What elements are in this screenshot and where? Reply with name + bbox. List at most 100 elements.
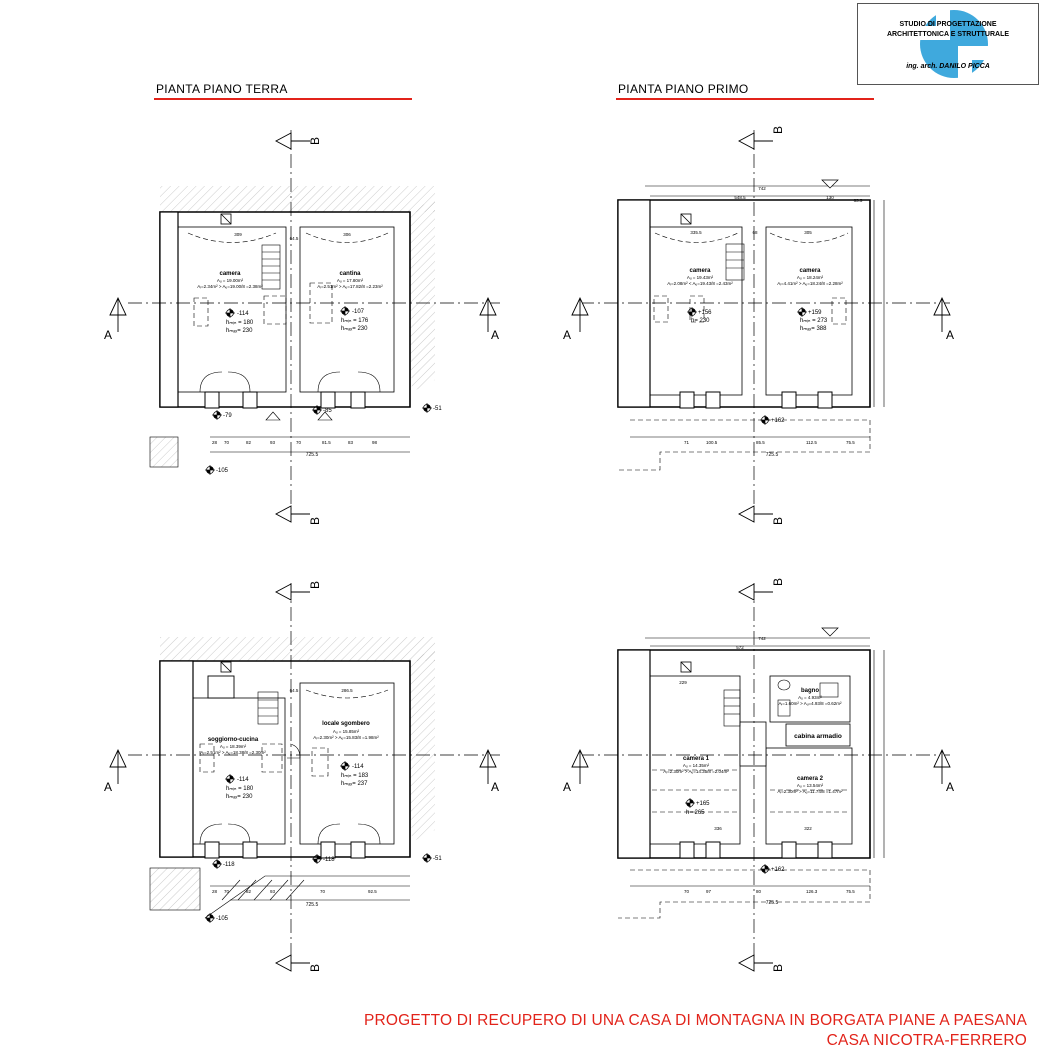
dimension: 92.5 <box>368 889 377 894</box>
room-name: camera <box>219 271 241 277</box>
height-max: hₘₐₓ= 230 <box>226 328 253 334</box>
dimension: 71 <box>684 440 690 445</box>
dimension: 70 <box>224 440 230 445</box>
dimension: 572 <box>736 645 744 650</box>
height-value: h= 230 <box>691 318 710 324</box>
room-area: Aᵤ = 19.43m² <box>687 275 714 280</box>
room-ratio: Aᵢ=2.30m² > Aᵤ=14.35/8 =2.04m² <box>663 769 729 774</box>
section-arrows-b <box>275 132 773 972</box>
dimension: 85.5 <box>756 440 765 445</box>
height-min: hₘᵢₙ = 176 <box>341 318 369 324</box>
room-name: locale sgombero <box>322 721 370 727</box>
room-name: camera <box>799 268 821 274</box>
stamp-line-2: ARCHITETTONICA E STRUTTURALE <box>886 31 1010 38</box>
dimension: 97 <box>706 889 712 894</box>
room-name: camera 2 <box>797 776 824 782</box>
dimension: 98 <box>372 440 378 445</box>
dimension: 63.5 <box>854 198 863 203</box>
dimension: 70 <box>296 440 302 445</box>
dimension: 93 <box>270 889 276 894</box>
room-ratio: Aᵢ=2.30m² > Aᵤ=15.83/8 =1.98m² <box>313 735 379 740</box>
dimension: 93 <box>270 440 276 445</box>
title-pianta-piano-primo: PIANTA PIANO PRIMO <box>616 82 874 100</box>
height-max: hₘₐₓ= 230 <box>226 794 253 800</box>
room-name: soggiorno-cucina <box>208 737 259 743</box>
section-b-label: B <box>771 517 785 525</box>
stamp-line-1: STUDIO DI PROGETTAZIONE <box>899 21 997 28</box>
dimension-total: 725.5 <box>306 452 319 458</box>
dimension: 335.5 <box>690 230 702 235</box>
dimension: 306 <box>343 232 351 237</box>
section-a-label: A <box>563 780 571 794</box>
height-max: hₘₐₓ= 230 <box>341 326 368 332</box>
section-b-label: B <box>308 517 322 525</box>
room-name: bagno <box>801 688 819 694</box>
level-value: -107 <box>352 309 365 315</box>
room-area: Aᵤ = 19.00m² <box>217 278 244 283</box>
height-max: hₘₐₓ= 388 <box>800 326 827 332</box>
dimension: 130 <box>826 195 834 200</box>
title-text: PIANTA PIANO TERRA <box>156 82 288 96</box>
room-name: cabina armadio <box>794 733 842 740</box>
dimension: 742 <box>758 186 766 191</box>
section-a-label: A <box>104 780 112 794</box>
room-ratio: Aᵢ=1.60m² > Aᵤ=4.93/8 =0.62m² <box>779 701 842 706</box>
dimension: 548.5 <box>734 195 746 200</box>
dimension: 80 <box>756 889 762 894</box>
dimension: 81.5 <box>322 440 331 445</box>
section-a-label: A <box>946 328 954 342</box>
plan-project-first <box>617 627 885 919</box>
dimension: 742 <box>758 636 766 641</box>
level-value: -114 <box>352 764 364 770</box>
title-pianta-piano-terra: PIANTA PIANO TERRA <box>154 82 412 100</box>
dimension: 82 <box>246 440 252 445</box>
level-value: +159 <box>808 310 822 316</box>
section-b-label: B <box>771 964 785 972</box>
section-b-label: B <box>771 126 785 134</box>
studio-logo-icon <box>914 10 988 80</box>
room-area: Aᵤ = 18.24m² <box>797 275 824 280</box>
dimension-total: 725.5 <box>766 900 779 906</box>
dimension: 70 <box>224 889 230 894</box>
level-value: -51 <box>433 406 442 412</box>
level-value: -114 <box>237 311 249 317</box>
height-min: hₘᵢₙ = 183 <box>341 773 369 779</box>
stamp-line-3: ing. arch. DANILO PICCA <box>906 63 990 70</box>
dimension: 286.5 <box>341 688 353 693</box>
dimension: 305 <box>804 230 812 235</box>
room-area: Aᵤ = 17.80m² <box>337 278 364 283</box>
room-ratio: Aᵢ=2.51m² > Aᵤ=17.82/8 =2.23m² <box>317 284 383 289</box>
room-area: Aᵤ = 18.39m² <box>220 744 247 749</box>
plan-existing-first <box>617 179 885 471</box>
level-value: +162 <box>771 418 785 424</box>
footer-project-subtitle: CASA NICOTRA-FERRERO <box>826 1032 1027 1049</box>
dimension: 75.5 <box>846 889 855 894</box>
plan-project-ground <box>149 637 435 919</box>
dimension: 112.5 <box>806 440 817 445</box>
section-b-label: B <box>308 581 322 589</box>
dimension: 64.5 <box>290 688 299 693</box>
room-name: cantina <box>339 271 361 277</box>
height-max: hₘₐₓ= 237 <box>341 781 368 787</box>
title-underline <box>616 98 874 100</box>
room-ratio: Aᵢ=2.30m² > Aᵤ=11.74/8 =1.47m² <box>777 789 843 794</box>
height-min: hₘᵢₙ = 180 <box>226 786 254 792</box>
level-value: -118 <box>323 857 335 863</box>
dimension: 70 <box>684 889 690 894</box>
dimension-total: 725.5 <box>766 452 779 458</box>
level-value: +156 <box>698 310 712 316</box>
dimension: 28 <box>212 889 218 894</box>
level-value: -105 <box>216 468 229 474</box>
dimension: 336 <box>714 826 722 831</box>
level-value: +165 <box>696 801 710 807</box>
height-min: hₘᵢₙ = 180 <box>226 320 254 326</box>
dimension: 64.5 <box>290 236 299 241</box>
dimension: 68 <box>752 230 758 235</box>
level-value: -85 <box>323 408 332 414</box>
section-b-label: B <box>771 578 785 586</box>
dimension: 229 <box>679 680 687 685</box>
room-ratio: Aᵢ=2.34m² > Aᵤ=19.00/8 =2.38m² <box>197 284 263 289</box>
level-value: +162 <box>771 867 785 873</box>
dimension-total: 725.5 <box>306 902 319 908</box>
